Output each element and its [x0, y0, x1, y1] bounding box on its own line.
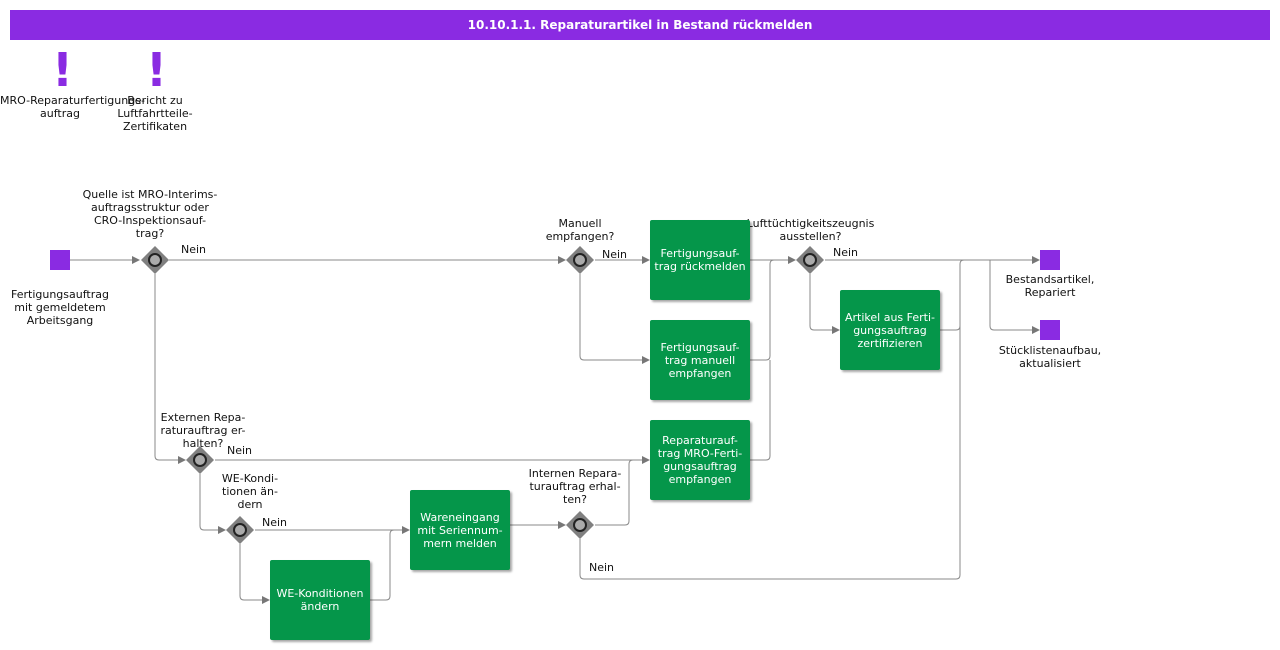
flow-g2-to-g3: [199, 474, 226, 534]
task-receive-repair-order[interactable]: Reparaturauf- trag MRO-Ferti- gungsauftr…: [650, 420, 750, 500]
task-label: Fertigungsauf- trag rückmelden: [654, 247, 746, 273]
task-label: Reparaturauf- trag MRO-Ferti- gungsauftr…: [657, 434, 743, 486]
task-label: Wareneingang mit Seriennum- mern melden: [417, 510, 503, 550]
end-event-stock-item[interactable]: [1040, 250, 1060, 270]
gateway-g1: [141, 246, 169, 274]
gateway-question-g6: Lufttüchtigkeitszeugnis ausstellen?: [746, 217, 875, 243]
gateway-question-g2: Externen Repa- raturauftrag er- halten?: [160, 411, 246, 450]
gateway-no-label-g1: Nein: [181, 243, 207, 256]
task-label: WE-Konditionen ändern: [276, 587, 364, 613]
gateway-g6: [796, 246, 824, 274]
flow-g6-to-certify: [809, 274, 840, 334]
flow-repair-merge: [750, 360, 771, 461]
flow-g4-to-manual: [579, 274, 650, 364]
gateway-no-label-g5: Nein: [589, 561, 615, 574]
gateway-g5: [566, 511, 594, 539]
diagram-header: 10.10.1.1. Reparaturartikel in Bestand r…: [10, 10, 1270, 40]
end-event-bom[interactable]: [1040, 320, 1060, 340]
exclamation-icon: !: [52, 43, 73, 97]
gateway-g2: [186, 446, 214, 474]
end-event-label-bom: Stücklistenaufbau, aktualisiert: [998, 344, 1102, 370]
task-certify-item[interactable]: Artikel aus Ferti- gungsauftrag zertifiz…: [840, 290, 940, 370]
task-label: Fertigungsauf- trag manuell empfangen: [660, 340, 740, 380]
gateway-no-label-g4: Nein: [602, 248, 628, 261]
task-report-goods-receipt[interactable]: Wareneingang mit Seriennum- mern melden: [410, 490, 510, 570]
gateway-no-label-g2: Nein: [227, 444, 253, 457]
exclamation-icon: !: [146, 43, 167, 97]
flow-g5-to-repair-receive: [595, 459, 634, 526]
task-label: Artikel aus Ferti- gungsauftrag zertifiz…: [844, 310, 935, 350]
gateway-no-label-g6: Nein: [833, 246, 859, 259]
task-confirm-production-order[interactable]: Fertigungsauf- trag rückmelden: [650, 220, 750, 300]
task-receive-production-order-manually[interactable]: Fertigungsauf- trag manuell empfangen: [650, 320, 750, 400]
gateway-question-g3: WE-Kondi- tionen än- dern: [221, 472, 279, 511]
flow-manual-merge: [750, 259, 775, 361]
gateway-no-label-g3: Nein: [262, 516, 288, 529]
flow-certify-merge: [940, 264, 961, 331]
gateway-question-g5: Internen Repara- turauftrag erhal- ten?: [528, 467, 622, 506]
reference-label-certificate-report: Bericht zu Luftfahrtteile- Zertifikaten: [117, 94, 193, 133]
diagram-title: 10.10.1.1. Reparaturartikel in Bestand r…: [467, 18, 813, 32]
gateway-g3: [226, 516, 254, 544]
flow-we-change-to-receipt: [370, 529, 395, 601]
gateways: [141, 246, 824, 544]
start-event[interactable]: [50, 250, 70, 270]
flow-g3-to-we-change: [239, 544, 270, 604]
flow-g5-no: [579, 259, 965, 580]
reference-label-repair-order: MRO-Reparaturfertigungs- auftrag: [0, 94, 145, 120]
gateway-g4: [566, 246, 594, 274]
gateway-question-g4: Manuell empfangen?: [545, 217, 615, 243]
flow-to-bom-end: [989, 260, 1040, 334]
start-event-label: Fertigungsauftrag mit gemeldetem Arbeits…: [11, 288, 109, 327]
task-change-receipt-conditions[interactable]: WE-Konditionen ändern: [270, 560, 370, 640]
end-event-label-stock-item: Bestandsartikel, Repariert: [1005, 273, 1095, 299]
gateway-question-g1: Quelle ist MRO-Interims- auftragsstruktu…: [82, 188, 218, 240]
flow-g1-to-g2: [154, 274, 186, 464]
